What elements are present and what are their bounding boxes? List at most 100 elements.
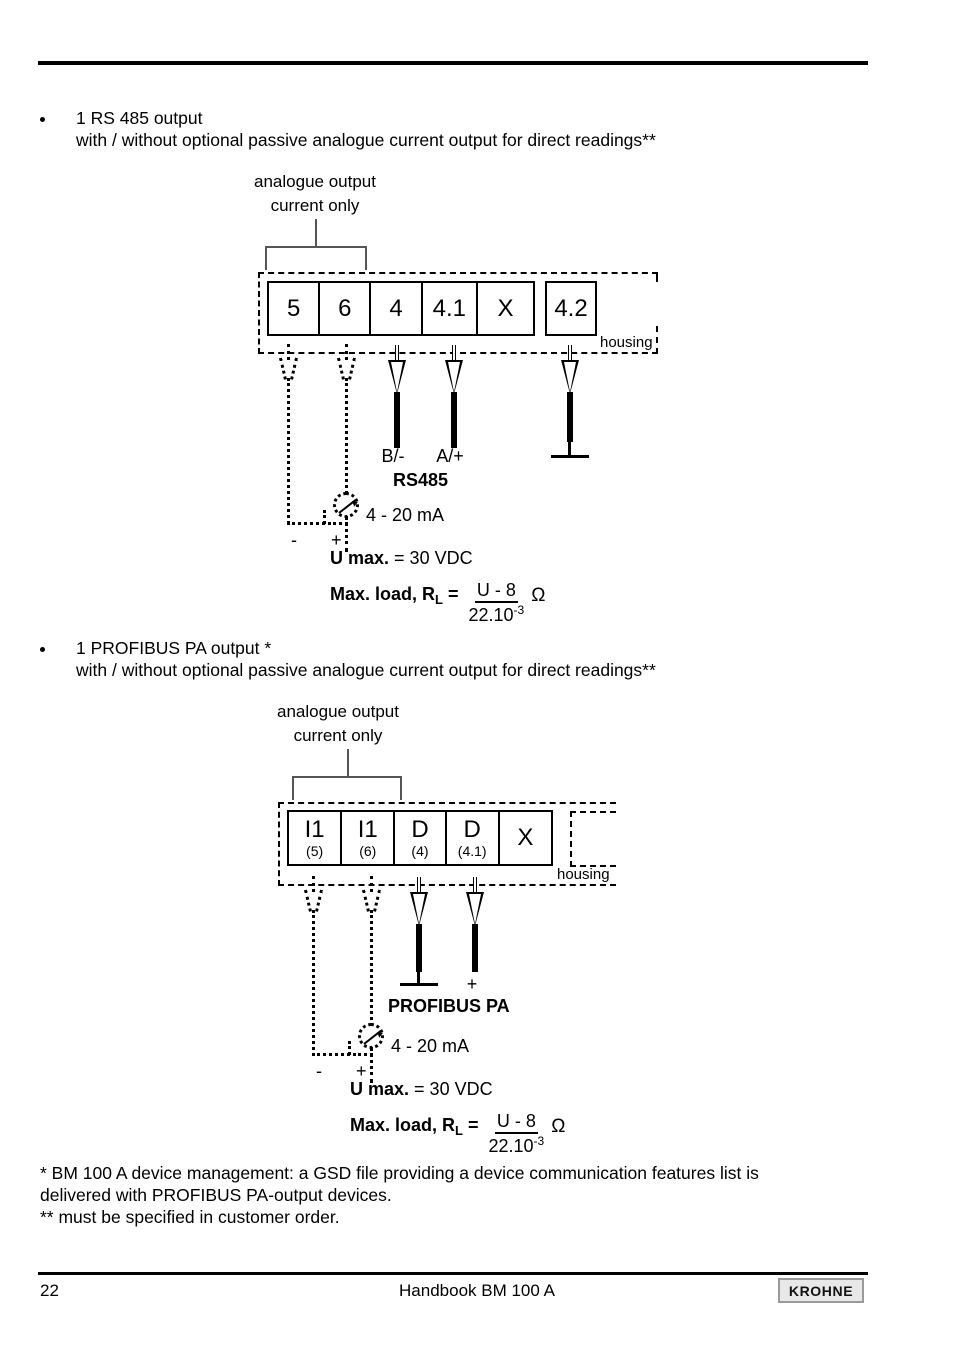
housing-left-2 — [278, 802, 280, 886]
denominator-base-2: 22.10 — [488, 1135, 534, 1156]
ferrule-cone-inner-gnd-1 — [563, 362, 576, 392]
wire-body-b — [394, 392, 400, 448]
optional-wire-bend-6 — [328, 522, 348, 525]
terminal-cell[interactable]: 4 — [371, 283, 423, 334]
ferrule-cone-d4 — [410, 892, 428, 926]
umax-value-1: = 30 VDC — [394, 548, 473, 568]
ferrule-neck-gnd-1 — [568, 345, 572, 361]
umax-line-1: U max. = 30 VDC — [330, 548, 473, 569]
wire-label-b: B/- — [381, 446, 405, 466]
terminal-cell[interactable]: 5 — [269, 283, 321, 334]
optional-wire-cone-left-i1b — [362, 889, 370, 912]
bracket-right-leg-2 — [400, 776, 402, 800]
maxload-fraction-1: U - 8 22.10-3 — [469, 581, 525, 626]
optional-wire-bend-5 — [287, 522, 325, 525]
terminal-label: 6 — [338, 294, 352, 322]
terminal-sublabel: (5) — [306, 843, 324, 860]
terminal-label: X — [517, 824, 534, 852]
caption-current-only-2: current only — [293, 726, 383, 745]
ferrule-cone-inner-d4 — [412, 894, 425, 924]
page-number: 22 — [40, 1281, 59, 1300]
bus-name-label-1: RS485 — [393, 470, 449, 490]
terminal-cell[interactable]: 4.1 — [422, 283, 478, 334]
housing-notch-top-2 — [570, 811, 616, 813]
terminal-label: 4.2 — [554, 294, 588, 322]
terminal-label: I1 — [304, 816, 325, 844]
housing-left-1 — [258, 272, 260, 354]
housing-label-1: housing — [600, 334, 653, 351]
maxload-subscript-1: L — [435, 591, 443, 607]
polarity-plus-1: + — [331, 530, 342, 550]
housing-top-1 — [258, 272, 658, 274]
optional-wire-cone-left-6 — [337, 357, 345, 380]
ferrule-cone-inner-b — [390, 362, 403, 392]
maxload-bold-2: Max. load, R — [350, 1114, 456, 1135]
bracket-left-leg-1 — [265, 246, 267, 270]
bullet-profibus-line1: 1 PROFIBUS PA output * — [76, 638, 272, 658]
ammeter-icon-2 — [358, 1023, 384, 1049]
ohm-unit-2: Ω — [551, 1116, 566, 1138]
umax-bold-1: U max. — [330, 548, 390, 568]
housing-notch-bottom-2 — [570, 865, 616, 867]
fraction-numerator-1: U - 8 — [474, 581, 518, 603]
ground-symbol-icon-1 — [551, 455, 589, 458]
maxload-equals-1: = — [447, 583, 459, 604]
optional-wire-terminal-minus-2 — [348, 1041, 351, 1055]
optional-wire-cone-right-i1b — [373, 889, 381, 912]
optional-wire-body-6-lower — [345, 516, 348, 552]
terminal-cell[interactable]: D (4.1) — [446, 812, 500, 864]
optional-wire-neck-6 — [345, 344, 348, 360]
bracket-stem-2 — [347, 749, 349, 777]
optional-wire-cone-right-i1a — [315, 889, 323, 912]
ground-symbol-stem-1 — [568, 442, 571, 455]
ferrule-cone-d41 — [466, 892, 484, 926]
ground-symbol-stem-2 — [417, 970, 420, 983]
bullet-dot-icon — [40, 647, 45, 652]
terminal-label: 4.1 — [432, 294, 466, 322]
wire-body-d4 — [416, 924, 422, 972]
footnote-double-asterisk: ** must be specified in customer order. — [40, 1207, 340, 1227]
denominator-exponent-1: -3 — [513, 602, 525, 617]
terminal-cell[interactable]: X — [477, 283, 534, 334]
terminal-label: I1 — [357, 816, 378, 844]
krohne-logo: KROHNE — [778, 1278, 864, 1303]
optional-wire-cone-right-6 — [348, 357, 356, 380]
terminal-cell[interactable]: 6 — [320, 283, 372, 334]
terminal-sublabel: (4) — [411, 843, 429, 860]
bracket-left-leg-2 — [292, 776, 294, 800]
bullet-rs485-line2: with / without optional passive analogue… — [76, 130, 656, 150]
ground-symbol-icon-2 — [400, 983, 438, 986]
terminal-cell-extra[interactable]: 4.2 — [545, 281, 597, 336]
optional-wire-body-5 — [287, 378, 290, 524]
bullet-profibus-line2: with / without optional passive analogue… — [76, 660, 656, 680]
terminal-label: D — [411, 816, 429, 844]
terminal-sublabel: (6) — [359, 843, 377, 860]
housing-bottom-2 — [278, 884, 616, 886]
terminal-label: X — [497, 294, 514, 322]
terminal-label: D — [463, 816, 481, 844]
terminal-cell[interactable]: I1 (6) — [342, 812, 396, 864]
fraction-denominator-1: 22.10-3 — [469, 603, 525, 626]
bracket-horizontal-2 — [292, 776, 402, 778]
housing-right-upper-1 — [656, 272, 658, 282]
terminal-cell[interactable]: D (4) — [395, 812, 447, 864]
optional-wire-neck-i1b — [370, 876, 373, 892]
terminal-cell[interactable]: X — [499, 812, 551, 864]
polarity-minus-1: - — [291, 530, 297, 550]
denominator-base-1: 22.10 — [468, 604, 514, 625]
terminal-cell[interactable]: I1 (5) — [289, 812, 343, 864]
maxload-bold-1: Max. load, R — [330, 583, 436, 604]
optional-wire-body-i1b-lower — [370, 1047, 373, 1083]
housing-right-lower-1 — [656, 326, 658, 354]
footnote-single-asterisk-line1: * BM 100 A device management: a GSD file… — [40, 1163, 759, 1183]
caption-current-only-1: current only — [270, 196, 360, 215]
bracket-stem-1 — [315, 219, 317, 247]
krohne-logo-text: KROHNE — [788, 1282, 854, 1299]
header-rule — [38, 61, 868, 65]
housing-label-2: housing — [557, 866, 610, 883]
wire-label-a: A/+ — [436, 446, 464, 466]
caption-analogue-output-2: analogue output — [277, 702, 399, 721]
footer-title: Handbook BM 100 A — [399, 1281, 555, 1300]
terminal-label: 5 — [286, 294, 301, 322]
